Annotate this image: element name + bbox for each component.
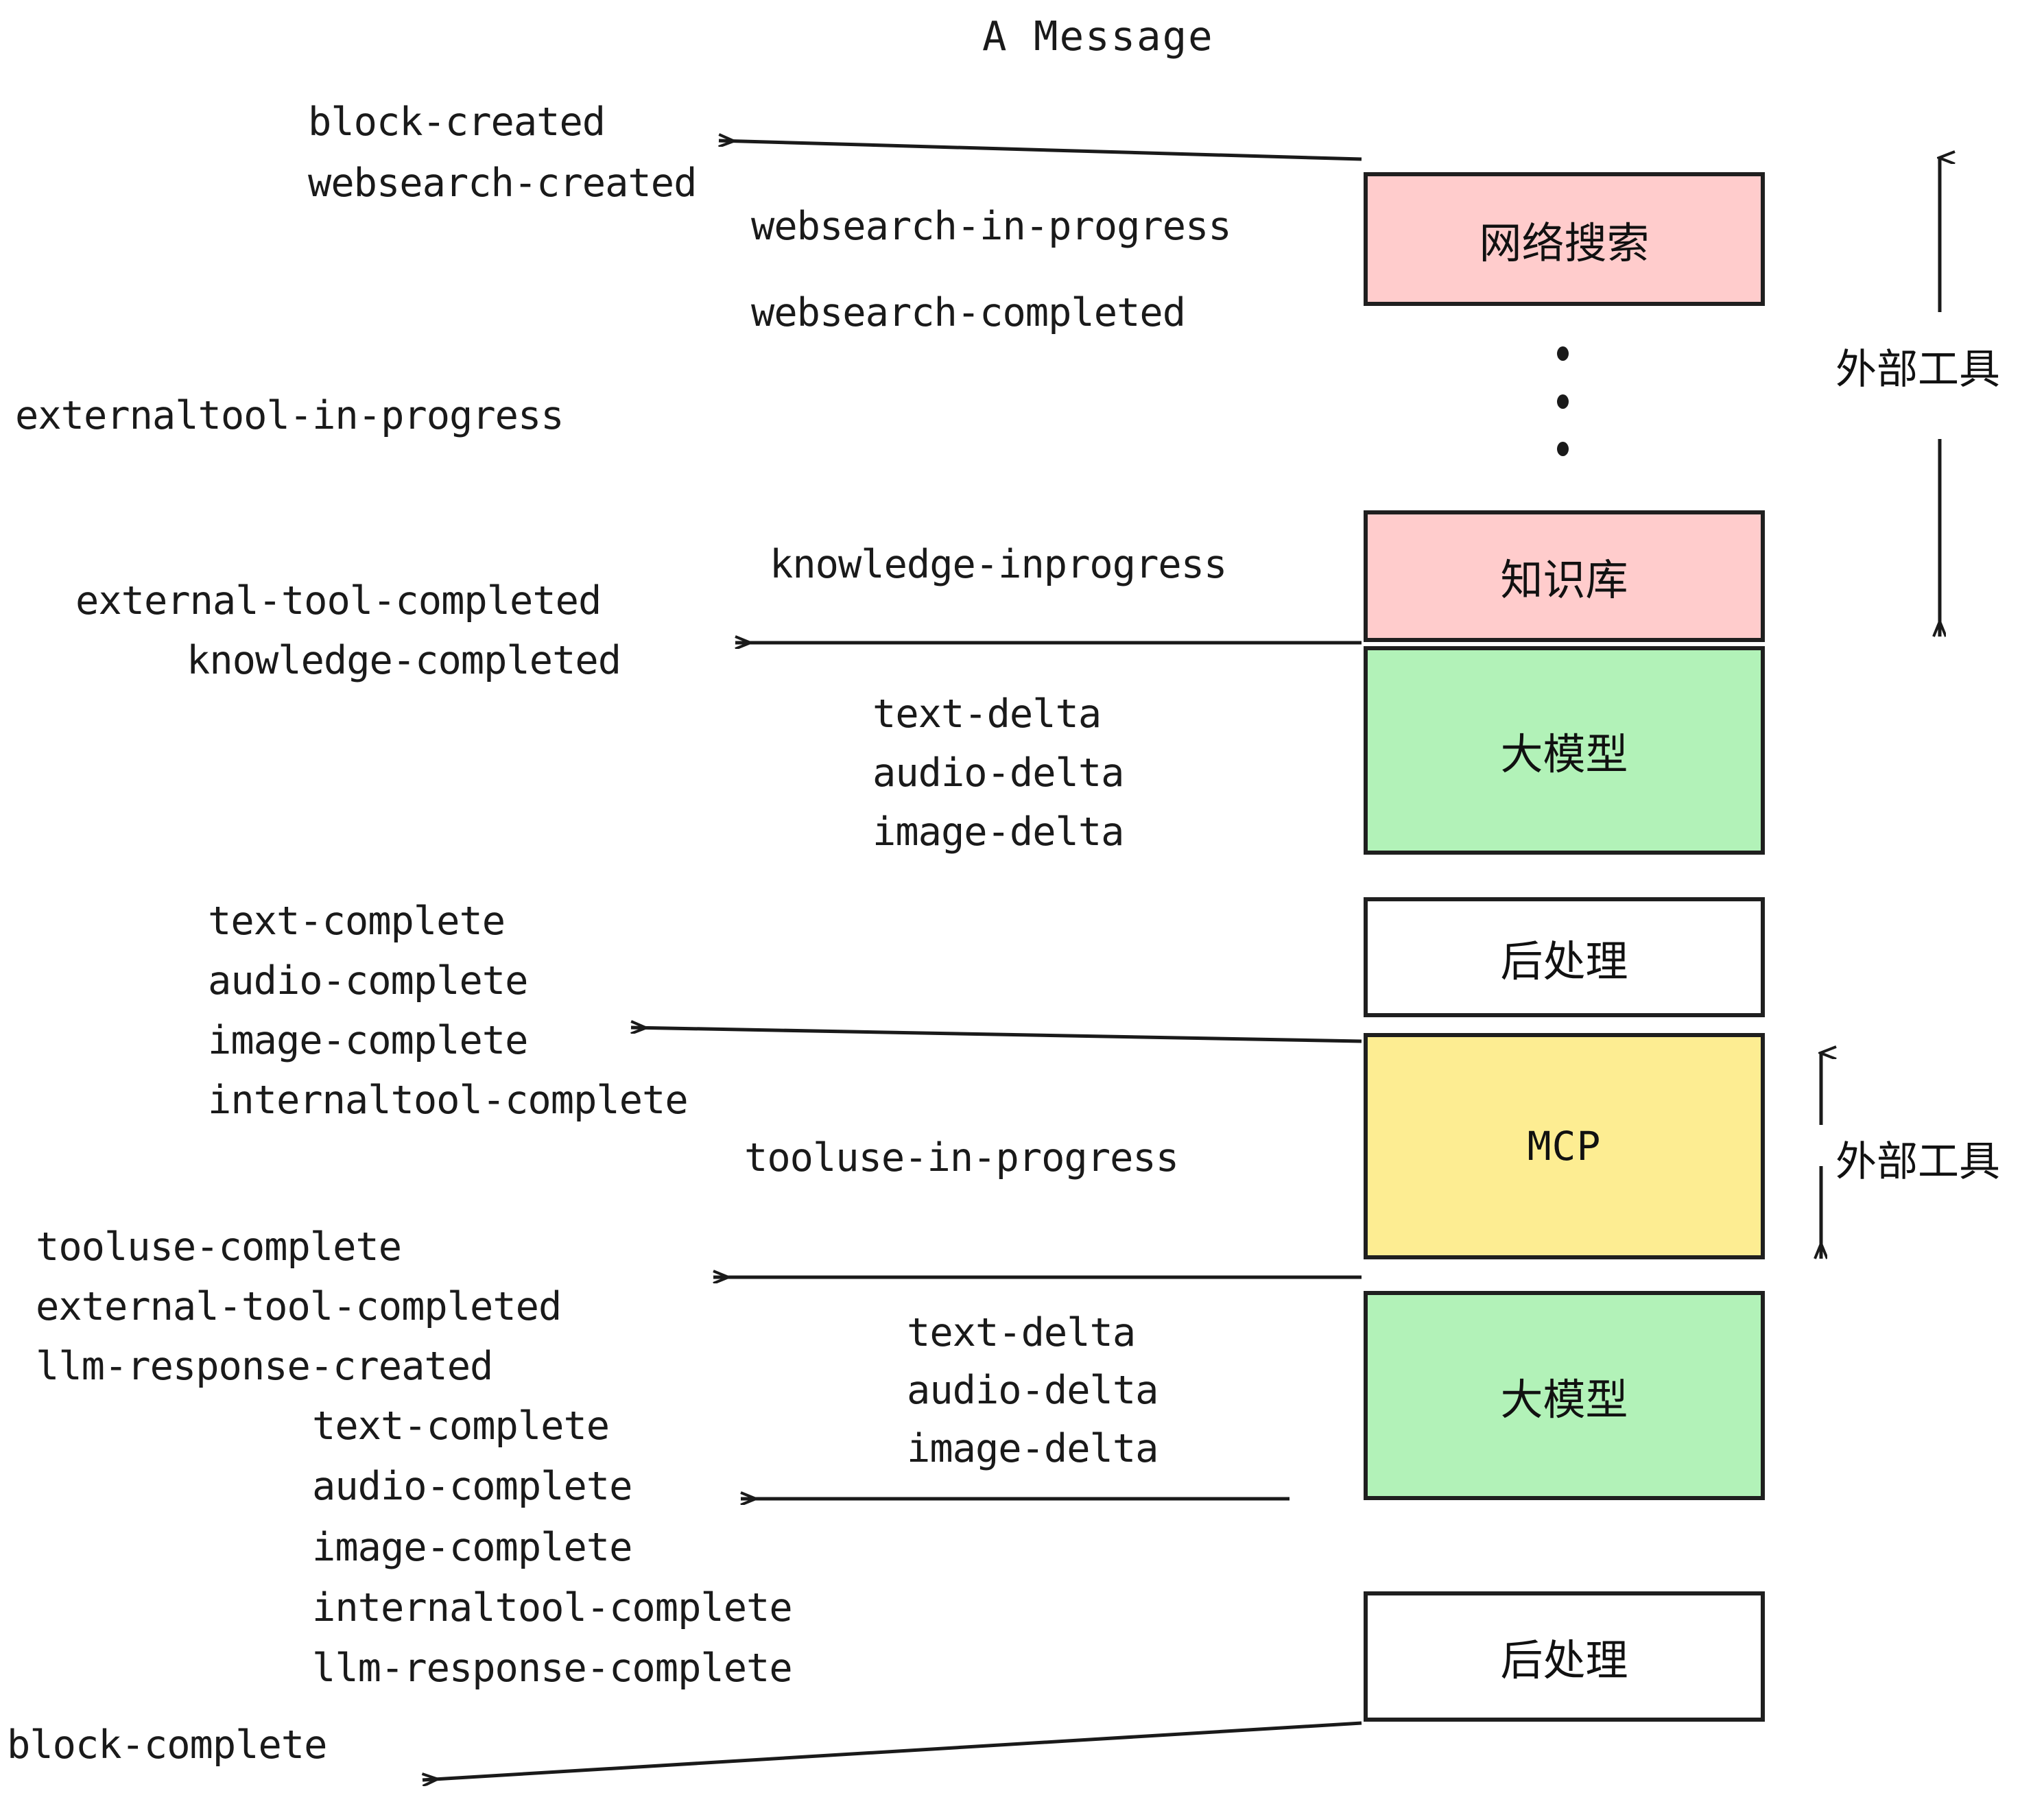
event-internaltool-complete-2: internaltool-complete <box>312 1585 793 1630</box>
event-externaltool-in-progress: externaltool-in-progress <box>15 393 565 438</box>
event-tooluse-complete: tooluse-complete <box>36 1224 402 1270</box>
node-mcp-label: MCP <box>1527 1123 1602 1170</box>
event-image-complete-2: image-complete <box>312 1525 632 1570</box>
event-websearch-created: websearch-created <box>308 161 697 206</box>
event-tooluse-in-progress: tooluse-in-progress <box>744 1135 1179 1180</box>
node-postprocess-1[interactable]: 后处理 <box>1364 897 1765 1017</box>
event-knowledge-inprogress: knowledge-inprogress <box>770 542 1227 587</box>
node-postprocess-1-label: 后处理 <box>1500 936 1628 986</box>
event-audio-complete-2: audio-complete <box>312 1464 632 1509</box>
vertical-ellipsis-icon <box>1556 346 1569 456</box>
node-knowledge-label: 知识库 <box>1500 555 1628 605</box>
external-tools-label-top: 外部工具 <box>1835 346 2000 394</box>
node-websearch[interactable]: 网络搜索 <box>1364 172 1765 306</box>
event-text-delta-2: text-delta <box>907 1310 1136 1355</box>
event-llm-response-created: llm-response-created <box>36 1344 493 1389</box>
event-internaltool-complete-1: internaltool-complete <box>208 1078 689 1123</box>
event-text-delta-1: text-delta <box>872 691 1102 737</box>
event-websearch-in-progress: websearch-in-progress <box>751 204 1232 249</box>
node-mcp[interactable]: MCP <box>1364 1033 1765 1259</box>
arrow-websearch-to-block-created <box>719 141 1362 161</box>
event-text-complete-1: text-complete <box>208 899 506 944</box>
event-websearch-completed: websearch-completed <box>751 290 1186 335</box>
event-image-delta-2: image-delta <box>907 1426 1158 1471</box>
event-external-tool-completed-1: external-tool-completed <box>75 578 602 624</box>
event-audio-delta-1: audio-delta <box>872 750 1124 796</box>
event-knowledge-completed: knowledge-completed <box>187 638 621 683</box>
event-image-delta-1: image-delta <box>872 809 1124 855</box>
event-external-tool-completed-2: external-tool-completed <box>36 1284 562 1329</box>
node-llm-2[interactable]: 大模型 <box>1364 1291 1765 1500</box>
event-audio-delta-2: audio-delta <box>907 1368 1158 1413</box>
node-llm-1[interactable]: 大模型 <box>1364 646 1765 855</box>
event-image-complete-1: image-complete <box>208 1018 528 1063</box>
event-audio-complete-1: audio-complete <box>208 958 528 1004</box>
arrow-postprocess-to-image-complete <box>631 1028 1362 1043</box>
page-title: A Message <box>982 12 1214 60</box>
node-websearch-label: 网络搜索 <box>1479 217 1650 268</box>
node-llm-1-label: 大模型 <box>1500 729 1628 779</box>
external-tools-label-bottom: 外部工具 <box>1835 1138 2000 1186</box>
arrow-postprocess2-to-block-complete <box>423 1721 1362 1780</box>
event-text-complete-2: text-complete <box>312 1403 610 1449</box>
event-block-complete: block-complete <box>7 1722 327 1768</box>
event-block-created: block-created <box>308 99 606 145</box>
node-knowledge[interactable]: 知识库 <box>1364 510 1765 642</box>
node-llm-2-label: 大模型 <box>1500 1374 1628 1425</box>
event-llm-response-complete: llm-response-complete <box>312 1646 793 1691</box>
node-postprocess-2-label: 后处理 <box>1500 1635 1628 1685</box>
node-postprocess-2[interactable]: 后处理 <box>1364 1591 1765 1722</box>
